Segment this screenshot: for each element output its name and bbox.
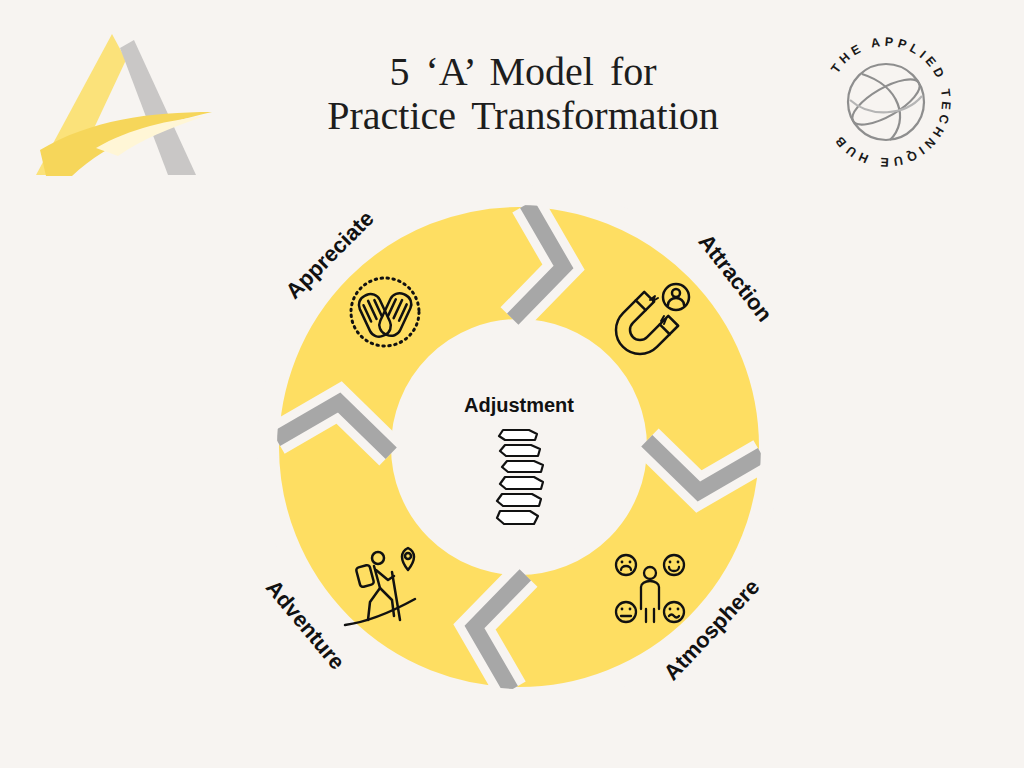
inner-disc [403, 331, 635, 563]
cycle-segment: Adventure [265, 467, 465, 667]
segment-label: Appreciate [281, 206, 380, 305]
cycle-segment: Atmosphere [539, 501, 739, 701]
chevron-gap [276, 403, 391, 454]
cycle-segment: Appreciate [299, 193, 499, 393]
chevron-band [513, 204, 564, 319]
center-label: Adjustment [464, 394, 574, 417]
segment-label: Atmosphere [659, 574, 766, 686]
logo-ring-path-text: THE APPLIED TECHNIQUE HUB [828, 35, 953, 170]
chevron-band [276, 403, 391, 454]
center-circle: Adjustment [394, 322, 644, 572]
brand-logo [36, 34, 212, 176]
magnet-icon [606, 284, 689, 364]
flow-chevron [647, 441, 762, 492]
segment-label: Attraction [693, 229, 777, 327]
chevron-gap [647, 441, 762, 492]
chevron-gap [475, 575, 526, 690]
chevron-band [475, 575, 526, 690]
spine-icon [497, 430, 543, 524]
chevron-gap [513, 204, 564, 319]
cycle-segment: Attraction [573, 227, 773, 427]
logo-ring-text: THE APPLIED TECHNIQUE HUB [828, 35, 953, 170]
flow-chevron [475, 575, 526, 690]
mood-icon [616, 555, 684, 622]
flow-chevron [276, 403, 391, 454]
clapping-icon [351, 278, 419, 346]
chevron-band [647, 441, 762, 492]
segment-label: Adventure [260, 575, 350, 675]
hub-globe [846, 64, 926, 140]
hiker-icon [345, 548, 415, 625]
title: 5 ‘A’ Model for Practice Transformation [322, 50, 724, 138]
outer-trim [267, 195, 771, 699]
flow-chevron [513, 204, 564, 319]
